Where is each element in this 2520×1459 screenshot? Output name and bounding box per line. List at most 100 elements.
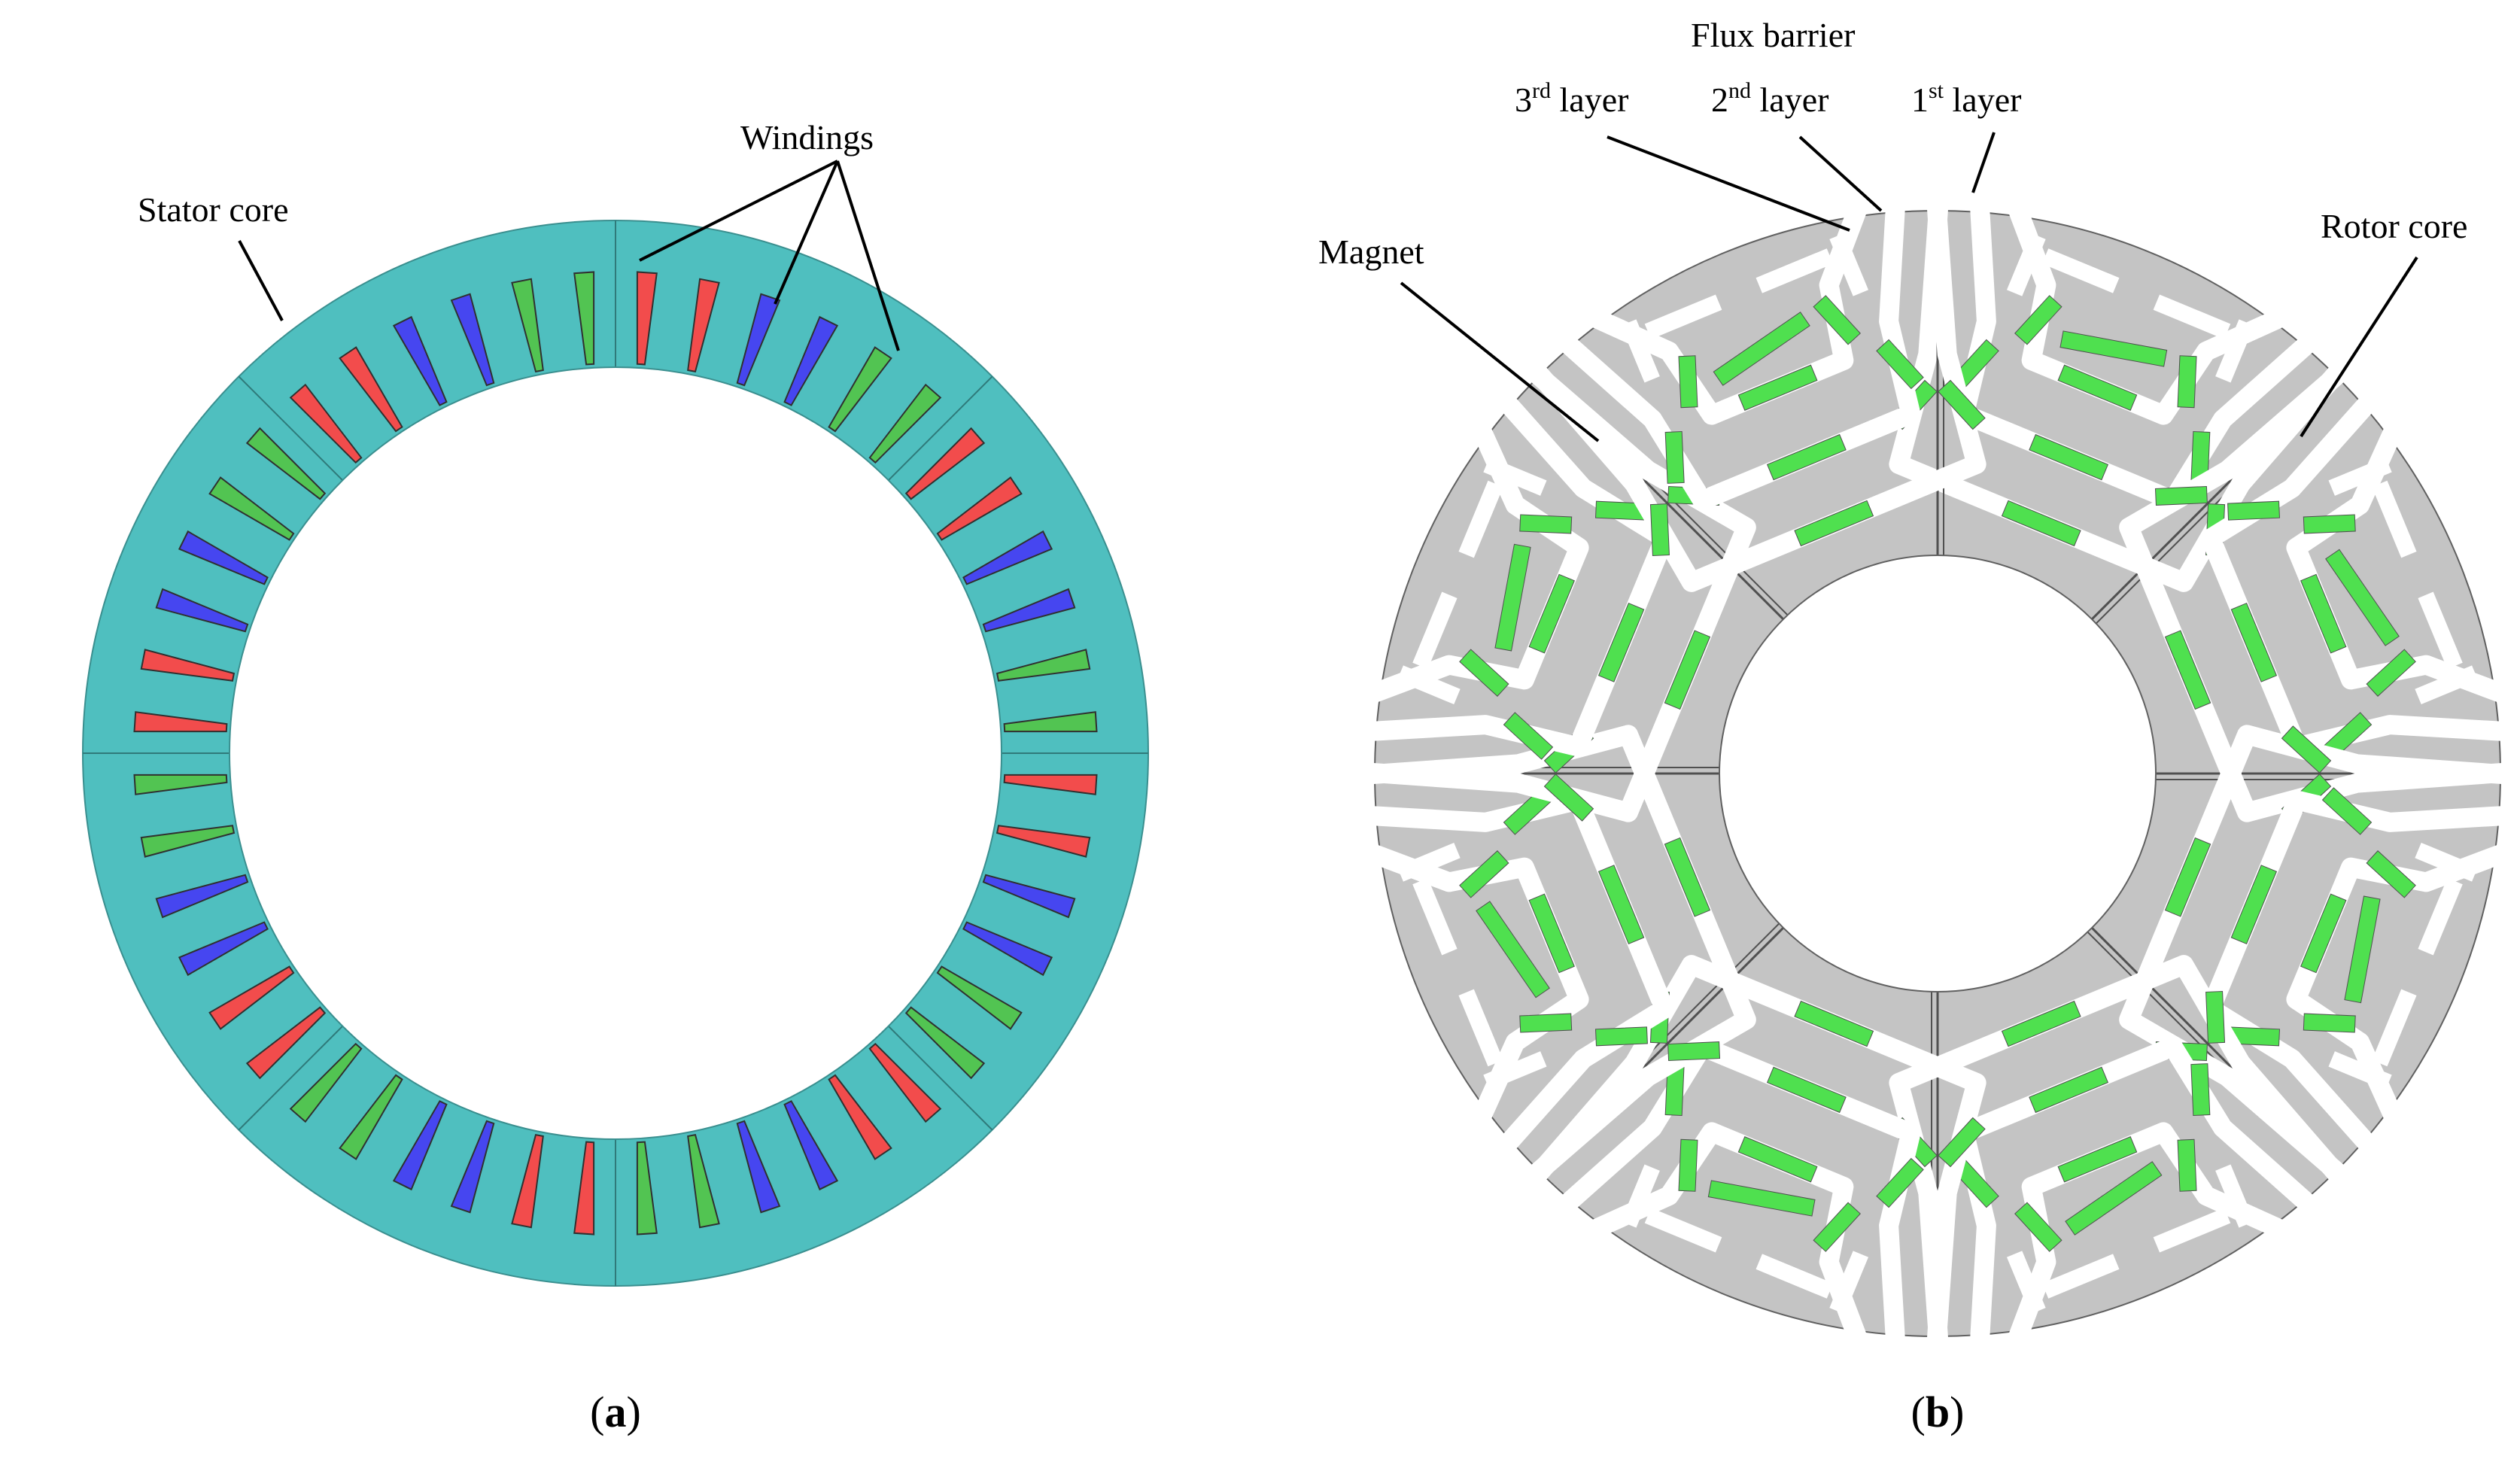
segment-seam xyxy=(238,375,343,481)
magnet xyxy=(2230,602,2278,682)
winding-slot xyxy=(783,1100,839,1191)
flux-barrier-bridge xyxy=(2006,233,2254,383)
magnet xyxy=(1519,514,1573,534)
winding-slot xyxy=(687,278,720,373)
winding-slot xyxy=(289,1042,363,1123)
magnet xyxy=(2059,330,2168,367)
flux-barrier-bridge xyxy=(2328,842,2479,1090)
layer2-label: 2nd layer xyxy=(1711,78,1828,119)
magnet xyxy=(2325,549,2400,646)
layer3-label: 3rd layer xyxy=(1515,78,1628,119)
segment-seam xyxy=(888,375,993,481)
layer1-label: 1st layer xyxy=(1911,78,2021,119)
magnet xyxy=(2303,1013,2356,1033)
magnet xyxy=(1667,1041,1721,1062)
magnet xyxy=(1476,901,1550,999)
stator-winding-slots xyxy=(133,271,1098,1236)
winding-slot xyxy=(155,588,249,633)
magnet xyxy=(1938,1117,1986,1168)
winding-slot xyxy=(133,711,228,733)
magnet xyxy=(1664,837,1711,917)
winding-slot xyxy=(904,427,986,500)
magnet xyxy=(2303,514,2356,534)
rotor-shaft-hole xyxy=(1719,555,2157,992)
caption-b: (b) xyxy=(1911,1388,1965,1436)
magnet xyxy=(2164,837,2211,917)
caption-a: (a) xyxy=(590,1388,641,1436)
winding-slot xyxy=(636,271,658,366)
winding-slot xyxy=(155,874,249,919)
winding-slot xyxy=(178,921,269,977)
winding-slot xyxy=(339,1074,403,1160)
magnet xyxy=(1876,1157,1924,1208)
magnet xyxy=(1737,364,1818,411)
winding-slot xyxy=(339,346,403,433)
magnet xyxy=(2057,1136,2138,1183)
rotor-pole xyxy=(1339,345,1789,822)
magnet xyxy=(1678,355,1698,409)
winding-slot xyxy=(996,825,1091,858)
magnet xyxy=(2029,433,2109,481)
rotor-poles xyxy=(1339,175,2520,1372)
winding-slot xyxy=(783,315,839,406)
winding-slot xyxy=(1003,711,1098,733)
segment-seam xyxy=(238,1026,343,1131)
winding-slot xyxy=(573,1141,595,1236)
winding-slot xyxy=(868,383,942,464)
winding-slot xyxy=(904,1006,986,1080)
stator-core-label: Stator core xyxy=(138,190,289,229)
magnet-label: Magnet xyxy=(1318,233,1424,271)
segment-seam xyxy=(888,1026,993,1131)
rotor-diagram: Flux barrier 3rd layer 2nd layer 1st lay… xyxy=(1318,16,2520,1436)
winding-slot xyxy=(511,278,544,373)
rotor-pole xyxy=(1889,175,2366,625)
winding-slot xyxy=(450,293,495,387)
winding-slot xyxy=(868,1042,942,1123)
magnet xyxy=(2344,895,2381,1004)
winding-slot xyxy=(1003,774,1098,795)
winding-slot xyxy=(636,1141,658,1236)
stator-diagram: Stator core Windings (a) xyxy=(82,118,1149,1436)
rotor-core-label: Rotor core xyxy=(2321,207,2467,245)
windings-label: Windings xyxy=(740,118,874,157)
winding-slot xyxy=(936,965,1023,1030)
rotor-pole xyxy=(1509,923,1987,1372)
magnet xyxy=(1678,1138,1698,1192)
magnet xyxy=(1664,430,1685,484)
winding-slot xyxy=(392,1100,448,1191)
winding-slot xyxy=(936,476,1023,541)
rotor-pole xyxy=(1889,955,2366,1372)
winding-slot xyxy=(392,315,448,406)
magnet xyxy=(1794,1000,1874,1047)
flux-barrier-bridge xyxy=(2328,457,2479,705)
magnet xyxy=(1519,1013,1573,1033)
magnet xyxy=(1938,379,1986,430)
rotor-leaders xyxy=(1400,132,2418,442)
magnet xyxy=(2014,1202,2063,1252)
magnet xyxy=(2300,893,2347,974)
windings-leaders xyxy=(639,160,900,351)
flux-barrier-bridge xyxy=(1621,1164,1869,1315)
winding-slot xyxy=(208,965,295,1030)
magnet xyxy=(2177,355,2197,409)
magnet xyxy=(2227,500,2281,521)
rotor-pole xyxy=(1509,175,1987,592)
magnet xyxy=(2029,1066,2109,1114)
magnet xyxy=(1459,850,1509,898)
winding-slot xyxy=(245,427,327,500)
magnet xyxy=(1597,865,1645,945)
magnet xyxy=(2164,630,2211,710)
magnet xyxy=(1528,573,1575,654)
flux-barrier-bridge xyxy=(1397,842,1547,1090)
rotor-pole xyxy=(2087,725,2520,1202)
magnet xyxy=(1664,630,1711,710)
magnet xyxy=(1707,1180,1816,1217)
winding-slot xyxy=(178,530,269,585)
flux-barrier-label: Flux barrier xyxy=(1691,16,1855,54)
magnet xyxy=(2014,295,2063,345)
magnet xyxy=(1794,500,1874,547)
magnet xyxy=(2177,1138,2197,1192)
winding-slot xyxy=(450,1120,495,1214)
stator-core-leader xyxy=(238,240,284,321)
